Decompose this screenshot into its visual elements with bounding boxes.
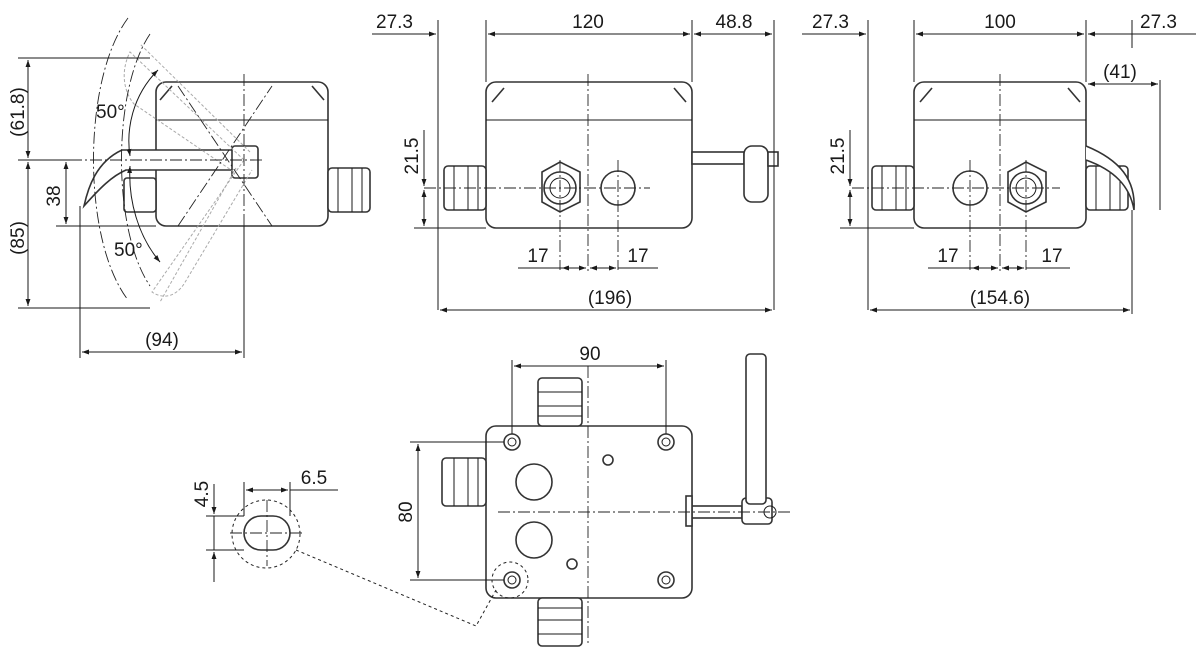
top-dim-80: 80 [396,501,417,522]
front-housing [485,81,693,229]
top-cable-gland-left [441,457,487,507]
detail-view: 4.5 6.5 [192,468,497,627]
top-dim-90: 90 [579,344,600,365]
front-dim-17a: 17 [527,246,548,267]
side-lever-ghost-down [151,159,253,297]
detail-dim-65: 6.5 [301,468,327,489]
top-screw-bl [503,571,521,589]
front-dim-273: 27.3 [376,12,413,33]
detail-leader [295,549,497,627]
detail-dim-45: 4.5 [192,481,213,507]
top-cable-gland-top [537,377,583,427]
side-dim-94: (94) [145,330,179,351]
top-cable-gland-bottom [537,597,583,647]
front-dim-215: 21.5 [402,138,423,175]
rear-dim-17b: 17 [1041,246,1062,267]
top-screw-tr [657,433,675,451]
side-view: (61.8) (85) 38 50° 50° (94) [8,17,371,358]
rear-dim-100: 100 [984,12,1016,33]
front-dim-120: 120 [572,12,604,33]
side-angle-bottom: 50° [114,240,143,261]
rear-view: 27.3 100 27.3 (41) 21.5 17 17 (154.6) [802,12,1196,314]
side-lever [82,149,247,209]
rear-lever [1085,145,1135,211]
top-screw-br [657,571,675,589]
top-lever-arm [745,353,767,505]
side-dim-618: (61.8) [8,87,29,137]
side-dim-85: (85) [8,221,29,255]
rear-dim-17a: 17 [937,246,958,267]
top-hole-lower [515,521,553,559]
front-dim-196: (196) [588,288,632,309]
side-angle-top: 50° [96,102,125,123]
rear-dim-273a: 27.3 [812,12,849,33]
side-cable-gland [327,167,371,213]
detail-circle [231,499,301,569]
side-dim-38: 38 [44,185,65,206]
top-hole-upper [515,463,553,501]
front-dim-17b: 17 [627,246,648,267]
rear-dim-1546: (154.6) [970,288,1030,309]
top-view: 90 80 [396,344,790,647]
front-shaft [691,151,745,165]
rear-dim-273b: 27.3 [1140,12,1177,33]
rear-dim-215: 21.5 [828,138,849,175]
top-screw-tl [503,433,521,451]
rear-dim-41: (41) [1103,62,1137,83]
front-view: 27.3 120 48.8 21.5 17 17 (196) [372,12,779,313]
front-dim-488: 48.8 [716,12,753,33]
